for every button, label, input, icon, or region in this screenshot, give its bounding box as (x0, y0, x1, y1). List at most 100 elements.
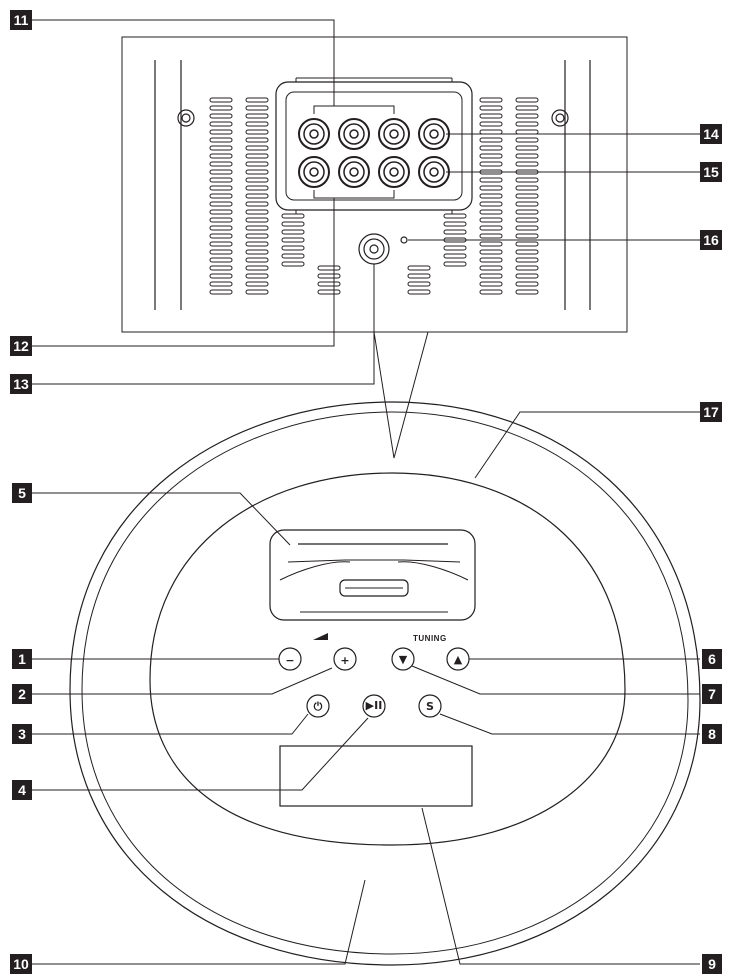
vent-slot (515, 97, 539, 103)
vent-slot (209, 97, 233, 103)
volume-down-button[interactable]: − (278, 647, 302, 671)
vent-slot (479, 121, 503, 127)
svg-text:7: 7 (708, 686, 716, 702)
vent-slot (443, 213, 467, 219)
vent-slot (515, 201, 539, 207)
vent-slot (245, 121, 269, 127)
vent-slot (515, 121, 539, 127)
vent-slot (245, 97, 269, 103)
svg-text:17: 17 (703, 404, 719, 420)
svg-text:▼: ▼ (399, 653, 408, 666)
callout-3: 3 (12, 724, 32, 744)
svg-text:▶II: ▶II (366, 699, 383, 712)
callout-5: 5 (12, 483, 32, 503)
tune-down-button[interactable]: ▼ (391, 647, 415, 671)
callout-2: 2 (12, 684, 32, 704)
vent-slot (515, 249, 539, 255)
vent-slot (245, 113, 269, 119)
vent-slot (479, 185, 503, 191)
vent-slot (515, 289, 539, 295)
vent-slot (479, 225, 503, 231)
source-button[interactable]: S (418, 694, 442, 718)
vent-slot (245, 281, 269, 287)
vent-slot (479, 193, 503, 199)
vent-slot (245, 145, 269, 151)
vent-slot (245, 193, 269, 199)
vent-slot (479, 289, 503, 295)
svg-text:16: 16 (703, 232, 719, 248)
vent-slot (209, 185, 233, 191)
callout-4: 4 (12, 780, 32, 800)
rca-jack (378, 156, 410, 188)
vent-slot (479, 145, 503, 151)
vent-slot (245, 105, 269, 111)
callout-14: 14 (700, 124, 722, 144)
vent-slot (317, 273, 341, 279)
rca-jack (418, 118, 450, 150)
vent-slot (209, 209, 233, 215)
vent-slot (479, 129, 503, 135)
vent-slot (209, 193, 233, 199)
callout-6: 6 (702, 649, 722, 669)
svg-text:5: 5 (18, 485, 26, 501)
jack-panel (275, 81, 473, 211)
vent-slot (515, 257, 539, 263)
power-button[interactable]: ⏻ (306, 694, 330, 718)
svg-text:10: 10 (13, 956, 29, 972)
vent-slot (515, 185, 539, 191)
svg-text:3: 3 (18, 726, 26, 742)
vent-slot (515, 193, 539, 199)
vent-slot (209, 217, 233, 223)
vent-slot (479, 217, 503, 223)
leader-lines (32, 19, 700, 965)
ipod-dock (269, 529, 476, 621)
svg-text:⏻: ⏻ (314, 700, 323, 713)
volume-up-button[interactable]: + (333, 647, 357, 671)
play-pause-button[interactable]: ▶II (362, 694, 386, 718)
rca-jack (298, 156, 330, 188)
vent-slot (515, 153, 539, 159)
svg-text:−: − (285, 654, 294, 667)
vent-slot (443, 221, 467, 227)
vent-slot (281, 253, 305, 259)
vent-slot (479, 249, 503, 255)
vent-slot (281, 229, 305, 235)
vent-slot (443, 229, 467, 235)
vent-slot (209, 161, 233, 167)
vent-slot (245, 249, 269, 255)
vent-slot (479, 257, 503, 263)
vent-slot (515, 113, 539, 119)
vent-slot (479, 281, 503, 287)
power-input-jack (358, 233, 390, 265)
rca-jack (418, 156, 450, 188)
vent-slot (209, 129, 233, 135)
vent-slot (317, 265, 341, 271)
callout-11: 11 (10, 10, 32, 30)
vent-slot (407, 281, 431, 287)
vent-slot (479, 113, 503, 119)
vent-slot (245, 257, 269, 263)
vent-slot (209, 281, 233, 287)
inset-pointer (373, 331, 429, 459)
callout-9: 9 (702, 954, 722, 974)
vent-slot (515, 241, 539, 247)
vent-slot (479, 177, 503, 183)
svg-text:13: 13 (13, 376, 29, 392)
vent-slot (281, 261, 305, 267)
vent-slot (515, 217, 539, 223)
vent-slot (245, 265, 269, 271)
vent-slot (479, 201, 503, 207)
vent-slot (281, 237, 305, 243)
tune-up-button[interactable]: ▲ (446, 647, 470, 671)
vent-slot (317, 289, 341, 295)
vent-slot (281, 213, 305, 219)
vent-slot (515, 281, 539, 287)
vent-slot (479, 273, 503, 279)
vent-slot (245, 201, 269, 207)
vent-slot (515, 129, 539, 135)
svg-text:4: 4 (18, 782, 26, 798)
svg-text:15: 15 (703, 164, 719, 180)
vent-slot (281, 221, 305, 227)
vent-slot (209, 265, 233, 271)
